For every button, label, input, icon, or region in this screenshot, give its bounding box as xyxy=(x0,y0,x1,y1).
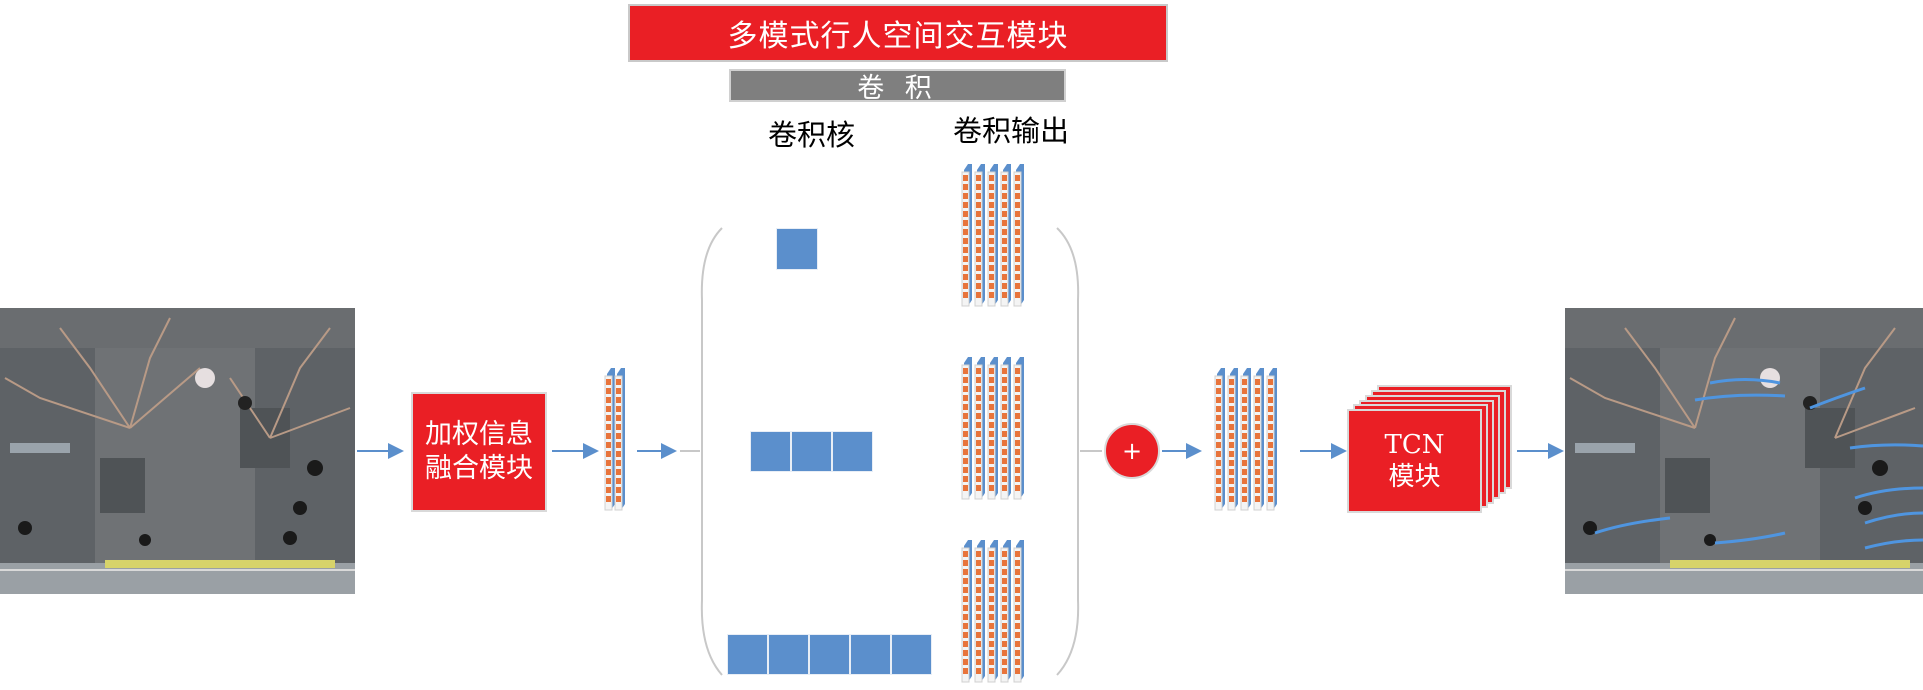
weighted-module-line1: 加权信息 xyxy=(425,419,533,451)
kernel-cell xyxy=(891,634,932,675)
feature-map-bar xyxy=(1266,368,1277,511)
feature-map-bar xyxy=(1227,368,1238,511)
kernel-cell xyxy=(727,634,768,675)
feature-map-stacks xyxy=(604,164,1277,683)
kernel-label: 卷积核 xyxy=(768,118,856,152)
tcn-module-line1: TCN xyxy=(1384,429,1445,460)
feature-map-bar xyxy=(974,164,985,307)
feature-map-bar xyxy=(987,357,998,500)
right-bracket xyxy=(1056,227,1080,676)
feature-map-bar xyxy=(974,540,985,683)
feature-map-bar xyxy=(961,540,972,683)
input-scene-image xyxy=(0,308,355,594)
kernel-cell xyxy=(809,634,850,675)
plus-icon: + xyxy=(1104,423,1160,479)
feature-map-bar xyxy=(961,164,972,307)
feature-map-bar xyxy=(1000,540,1011,683)
weighted-fusion-module: 加权信息 融合模块 xyxy=(411,392,547,512)
feature-map-bar xyxy=(1240,368,1251,511)
feature-map-bar xyxy=(987,540,998,683)
kernel-1x1 xyxy=(776,228,818,270)
kernel-cell xyxy=(850,634,891,675)
feature-map-bar xyxy=(961,357,972,500)
feature-map-bar xyxy=(987,164,998,307)
feature-map-bar xyxy=(1000,357,1011,500)
feature-map-bar xyxy=(974,357,985,500)
feature-map-bar xyxy=(604,368,615,511)
tcn-module-line2: 模块 xyxy=(1388,462,1441,492)
output-label: 卷积输出 xyxy=(953,114,1070,148)
street-scene-photo-icon xyxy=(0,308,355,594)
street-scene-with-trajectories-photo-icon xyxy=(1565,308,1923,594)
feature-map-bar xyxy=(1013,357,1024,500)
left-bracket xyxy=(700,227,723,676)
feature-map-bar xyxy=(1253,368,1264,511)
feature-map-bar xyxy=(1013,164,1024,307)
weighted-module-line2: 融合模块 xyxy=(425,453,533,484)
tcn-module: TCN 模块 xyxy=(1347,409,1482,513)
output-scene-image xyxy=(1565,308,1923,594)
feature-map-bar xyxy=(1013,540,1024,683)
conv-header: 卷 积 xyxy=(729,69,1066,104)
kernel-cell xyxy=(791,431,832,472)
feature-map-bar xyxy=(1214,368,1225,511)
tcn-module-stack: TCN 模块 xyxy=(1347,385,1512,513)
module-title: 多模式行人空间交互模块 xyxy=(628,4,1168,62)
feature-map-bar xyxy=(614,368,625,511)
feature-map-bar xyxy=(1000,164,1011,307)
kernel-cell xyxy=(768,634,809,675)
kernel-cell xyxy=(832,431,873,472)
kernel-cell xyxy=(750,431,791,472)
